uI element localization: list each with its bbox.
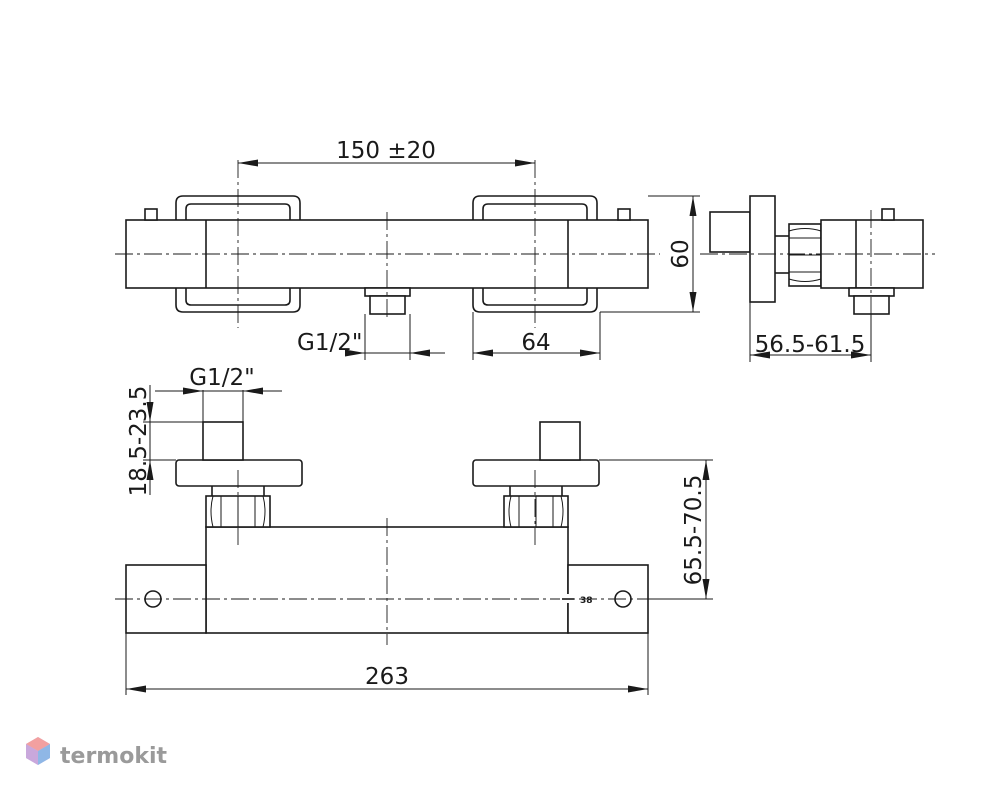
dim-spacing: 150 ±20 [238,138,535,167]
front-right-inlet [539,421,581,461]
dim-thread-front-label: G1/2" [189,365,254,391]
top-view [115,160,660,328]
dim-offset-label: 65.5-70.5 [681,475,707,586]
dim-thread-top: G1/2" [297,314,445,360]
front-view: 38 [115,421,660,645]
dim-width-64-label: 64 [521,330,550,356]
dim-thread-front: G1/2" [155,365,282,422]
side-outlet [848,287,895,297]
brand-logo: termokit [26,737,167,769]
top-outlet [364,287,411,297]
dim-depth-label: 56.5-61.5 [755,332,866,358]
dim-length: 263 [125,633,649,695]
front-left-flange [175,459,303,487]
side-inlet [709,211,751,253]
dim-spacing-label: 150 ±20 [336,138,436,164]
dim-depth: 56.5-61.5 [749,302,872,362]
handle-temperature-mark: 38 [580,596,593,606]
dim-projection: 18.5-23.5 [126,385,203,496]
dim-offset: 65.5-70.5 [599,459,713,600]
brand-name: termokit [60,744,167,769]
dim-height-label: 60 [668,239,694,268]
side-flange [749,195,776,303]
side-view [700,195,935,322]
dim-thread-top-label: G1/2" [297,330,362,356]
dim-length-label: 263 [365,664,409,690]
front-right-flange [472,459,600,487]
dim-height: 60 [600,195,700,313]
dim-projection-label: 18.5-23.5 [126,386,152,497]
front-left-inlet [202,421,244,461]
dim-width-64: 64 [472,312,601,360]
